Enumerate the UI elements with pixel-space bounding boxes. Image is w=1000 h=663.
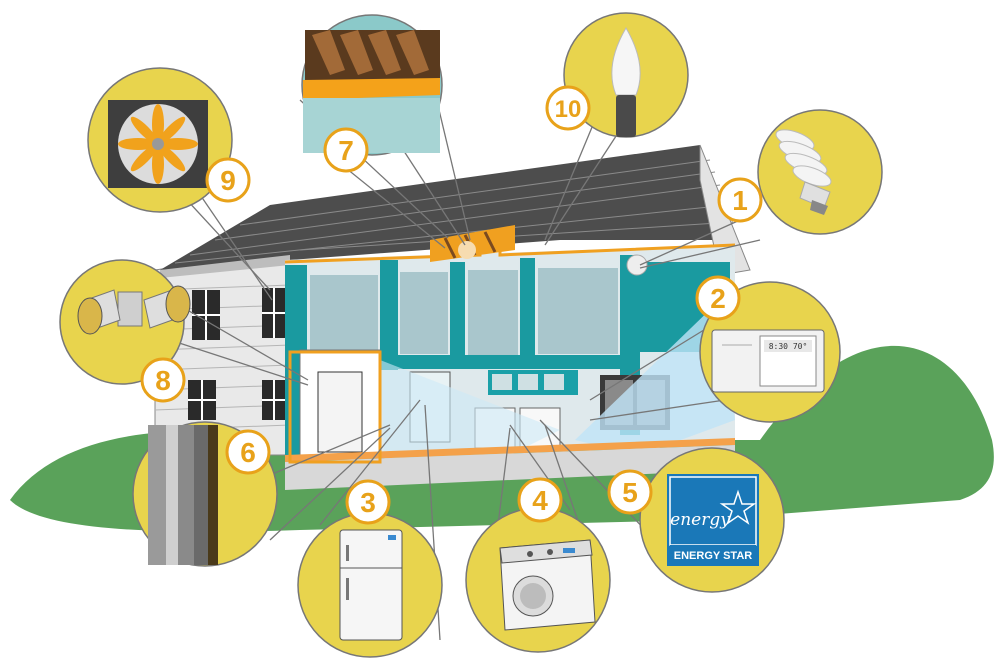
callout-number: 3	[360, 487, 376, 518]
callout-6[interactable]: 6	[132, 421, 278, 567]
callout-7[interactable]: 7	[301, 14, 443, 173]
callout-number: 8	[155, 365, 171, 396]
energy-star-script: energy	[670, 510, 730, 530]
callout-number: 6	[240, 437, 256, 468]
callout-number: 1	[732, 185, 748, 216]
callout-number: 2	[710, 283, 726, 314]
thermostat-icon: 8:30 70°	[711, 329, 825, 393]
callout-number: 10	[555, 96, 582, 123]
callout-4[interactable]: 4	[465, 477, 611, 653]
thermostat-display: 8:30 70°	[769, 342, 808, 351]
washing-machine-icon	[499, 539, 596, 631]
flood-light-icon	[77, 285, 191, 335]
callout-number: 5	[622, 477, 638, 508]
cfl-bulb-icon	[775, 129, 832, 215]
refrigerator-icon	[339, 529, 403, 641]
callout-9[interactable]: 9	[87, 67, 251, 213]
callout-3[interactable]: 3	[297, 479, 443, 658]
exhaust-fan-icon	[108, 100, 208, 188]
callout-2[interactable]: 8:30 70° 2	[695, 275, 841, 423]
energy-star-label: ENERGY STAR	[674, 550, 752, 562]
callout-number: 9	[220, 165, 236, 196]
callout-1[interactable]: 1	[717, 109, 883, 235]
wall-insulation-icon	[148, 425, 218, 565]
attic-insulation-icon	[303, 30, 440, 153]
callout-number: 7	[338, 135, 354, 166]
candle-bulb-icon	[611, 27, 641, 137]
callout-number: 4	[532, 485, 548, 516]
callout-10[interactable]: 10	[545, 12, 689, 138]
callout-5[interactable]: energy ENERGY STAR 5	[607, 447, 785, 593]
energy-star-icon: energy ENERGY STAR	[667, 474, 759, 566]
callout-8[interactable]: 8	[59, 259, 191, 403]
